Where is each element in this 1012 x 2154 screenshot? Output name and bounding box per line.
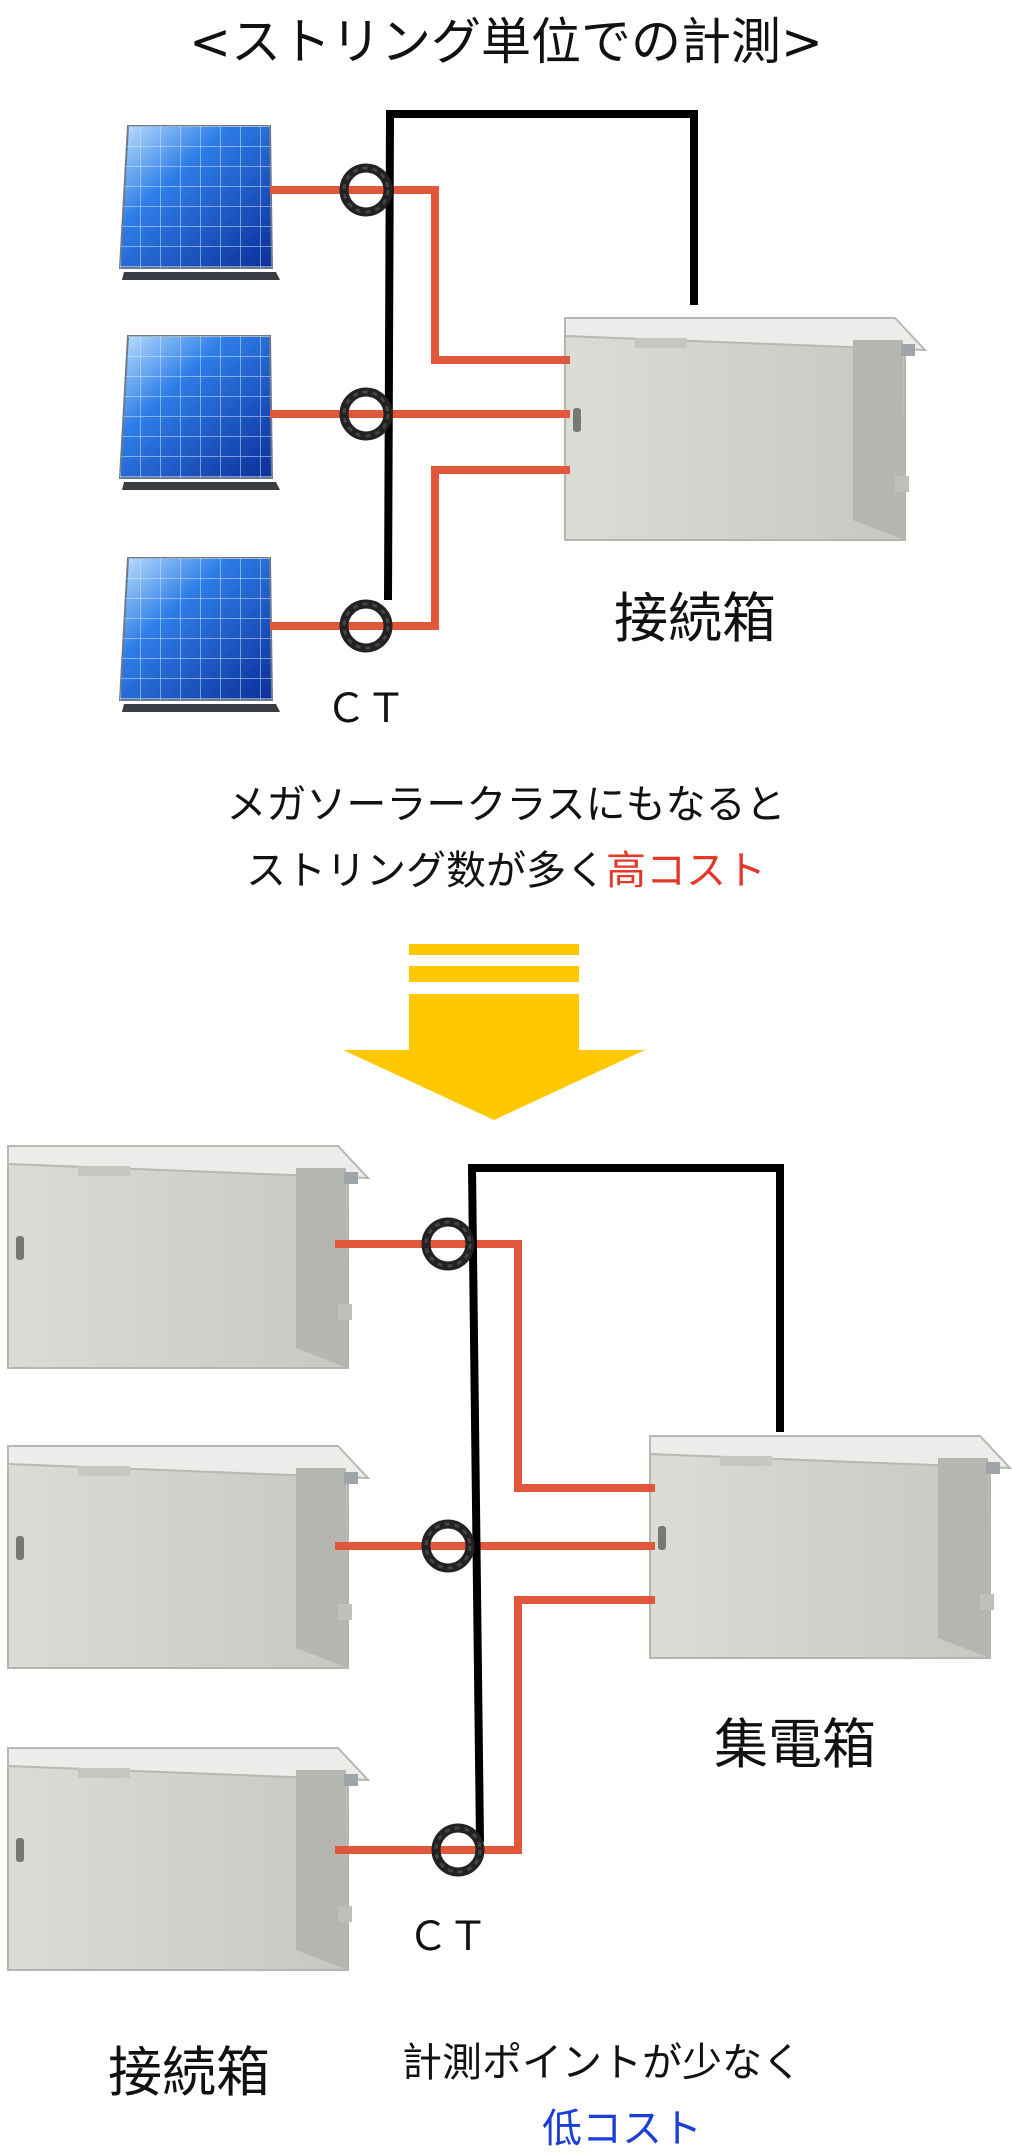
junction-box-label: 接続箱 (614, 587, 776, 650)
electrical-box-icon (7, 1445, 369, 1669)
string-wire (335, 1240, 655, 1492)
page-title: <ストリング単位での計測> (189, 13, 823, 71)
caption-line-1: 計測ポイントが少なく (402, 2040, 802, 2086)
string-wires-bottom (335, 1240, 655, 1854)
solar-panel-icon (119, 125, 281, 281)
measurement-wire-bottom (467, 1164, 784, 1843)
low-cost-highlight: 低コスト (542, 2106, 702, 2152)
collector-box-label: 集電箱 (714, 1713, 876, 1776)
string-wire (335, 1596, 655, 1854)
caption-text: ストリング数が多く (246, 848, 606, 894)
down-arrow-icon (343, 944, 645, 1120)
ct-label: ＣＴ (326, 686, 406, 732)
caption-line-2: ストリング数が多く高コスト (0, 838, 1012, 896)
junction-box-label: 接続箱 (108, 2041, 270, 2104)
string-wires-top (270, 186, 570, 630)
electrical-box-icon (7, 1747, 369, 1971)
string-wire (270, 466, 570, 630)
string-wire (270, 186, 570, 364)
electrical-box-icon (7, 1145, 369, 1369)
high-cost-highlight: 高コスト (606, 848, 766, 894)
solar-panel-icon (119, 335, 281, 491)
ct-label: ＣＴ (408, 1914, 488, 1960)
electrical-box-icon (649, 1435, 1011, 1659)
solar-panel-icon (119, 557, 281, 713)
caption-line-1: メガソーラークラスにもなると (226, 782, 786, 828)
measurement-wire-top (384, 110, 698, 601)
electrical-box-icon (564, 317, 926, 541)
